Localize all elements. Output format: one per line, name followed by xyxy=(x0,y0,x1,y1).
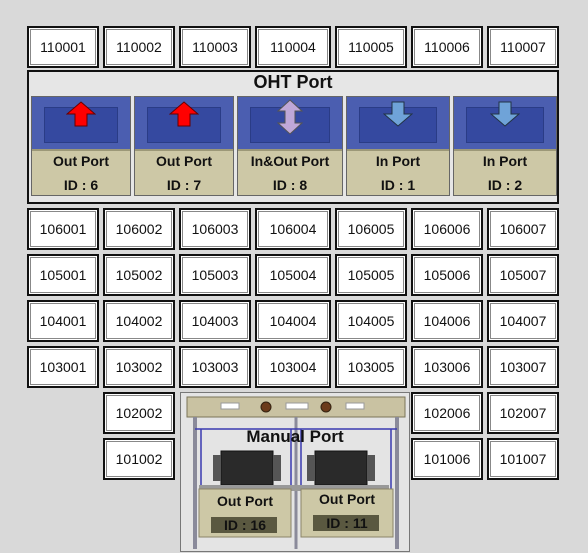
location-cell[interactable]: 101006 xyxy=(411,438,483,480)
location-cell[interactable]: 110005 xyxy=(335,26,407,68)
location-cell[interactable]: 103002 xyxy=(103,346,175,388)
location-cell[interactable]: 104007 xyxy=(487,300,559,342)
location-cell[interactable]: 104002 xyxy=(103,300,175,342)
location-cell[interactable]: 105003 xyxy=(179,254,251,296)
port-id-label: ID : 1 xyxy=(380,177,416,193)
location-cell[interactable]: 106004 xyxy=(255,208,331,250)
port-type-label: In Port xyxy=(375,153,421,169)
up-arrow-red-icon xyxy=(66,101,96,127)
port-type-label: In&Out Port xyxy=(250,153,330,169)
location-cell[interactable]: 106001 xyxy=(27,208,99,250)
port-type-label: In Port xyxy=(482,153,528,169)
manual-port-11[interactable]: Out Port ID : 11 xyxy=(301,489,393,537)
port-id-label: ID : 16 xyxy=(223,517,266,533)
location-cell[interactable]: 102006 xyxy=(411,392,483,434)
port-id-label: ID : 11 xyxy=(326,515,368,531)
port-id-label: ID : 8 xyxy=(272,177,308,193)
port-stage xyxy=(135,97,233,149)
location-cell[interactable]: 101002 xyxy=(103,438,175,480)
location-cell[interactable]: 110001 xyxy=(27,26,99,68)
location-cell[interactable]: 104004 xyxy=(255,300,331,342)
location-cell[interactable]: 105007 xyxy=(487,254,559,296)
location-cell[interactable]: 105002 xyxy=(103,254,175,296)
up-arrow-red-icon xyxy=(169,101,199,127)
location-cell[interactable]: 103007 xyxy=(487,346,559,388)
location-cell[interactable]: 101007 xyxy=(487,438,559,480)
location-cell[interactable]: 105001 xyxy=(27,254,99,296)
down-arrow-blue-icon xyxy=(490,101,520,127)
port-info: Out Port ID : 7 xyxy=(135,149,233,195)
down-arrow-blue-icon xyxy=(383,101,413,127)
location-cell[interactable]: 106005 xyxy=(335,208,407,250)
location-cell[interactable]: 110003 xyxy=(179,26,251,68)
location-cell[interactable]: 104001 xyxy=(27,300,99,342)
location-cell[interactable]: 103003 xyxy=(179,346,251,388)
port-id-label: ID : 2 xyxy=(487,177,523,193)
location-cell[interactable]: 104003 xyxy=(179,300,251,342)
location-cell[interactable]: 110004 xyxy=(255,26,331,68)
location-cell[interactable]: 106007 xyxy=(487,208,559,250)
port-type-label: Out Port xyxy=(53,153,109,169)
up-down-arrow-icon xyxy=(277,99,303,135)
location-cell[interactable]: 105004 xyxy=(255,254,331,296)
oht-port-2[interactable]: In Port ID : 2 xyxy=(453,96,557,196)
location-cell[interactable]: 105005 xyxy=(335,254,407,296)
port-type-label: Out Port xyxy=(217,493,273,509)
oht-port-8[interactable]: In&Out Port ID : 8 xyxy=(237,96,343,196)
location-cell[interactable]: 103004 xyxy=(255,346,331,388)
port-info: In Port ID : 1 xyxy=(347,149,449,195)
location-cell[interactable]: 110002 xyxy=(103,26,175,68)
port-id-label: ID : 6 xyxy=(63,177,99,193)
location-cell[interactable]: 104005 xyxy=(335,300,407,342)
oht-port-1[interactable]: In Port ID : 1 xyxy=(346,96,450,196)
manual-port-16[interactable]: Out Port ID : 16 xyxy=(199,489,291,537)
location-cell[interactable]: 103001 xyxy=(27,346,99,388)
location-cell[interactable]: 106002 xyxy=(103,208,175,250)
location-cell[interactable]: 106003 xyxy=(179,208,251,250)
location-cell[interactable]: 110006 xyxy=(411,26,483,68)
manual-port-title: Manual Port xyxy=(246,427,344,446)
location-cell[interactable]: 102007 xyxy=(487,392,559,434)
port-info: In&Out Port ID : 8 xyxy=(238,149,342,195)
oht-port-6[interactable]: Out Port ID : 6 xyxy=(31,96,131,196)
port-info: In Port ID : 2 xyxy=(454,149,556,195)
port-id-label: ID : 7 xyxy=(166,177,202,193)
location-cell[interactable]: 110007 xyxy=(487,26,559,68)
oht-port-panel: OHT Port Out Port ID : 6 Out Port ID : 7 xyxy=(27,70,559,204)
port-info: Out Port ID : 6 xyxy=(32,149,130,195)
location-cell[interactable]: 102002 xyxy=(103,392,175,434)
location-cell[interactable]: 105006 xyxy=(411,254,483,296)
port-type-label: Out Port xyxy=(319,491,375,507)
location-cell[interactable]: 106006 xyxy=(411,208,483,250)
location-cell[interactable]: 103006 xyxy=(411,346,483,388)
port-stage xyxy=(238,97,342,149)
location-cell[interactable]: 104006 xyxy=(411,300,483,342)
port-stage xyxy=(454,97,556,149)
oht-port-title: OHT Port xyxy=(253,72,333,92)
port-type-label: Out Port xyxy=(156,153,212,169)
port-stage xyxy=(347,97,449,149)
oht-port-7[interactable]: Out Port ID : 7 xyxy=(134,96,234,196)
location-cell[interactable]: 103005 xyxy=(335,346,407,388)
manual-port-panel: Manual Port Out Port ID : 16 Out Port ID… xyxy=(180,392,410,552)
manual-port-frame-image xyxy=(186,396,406,549)
port-stage xyxy=(32,97,130,149)
